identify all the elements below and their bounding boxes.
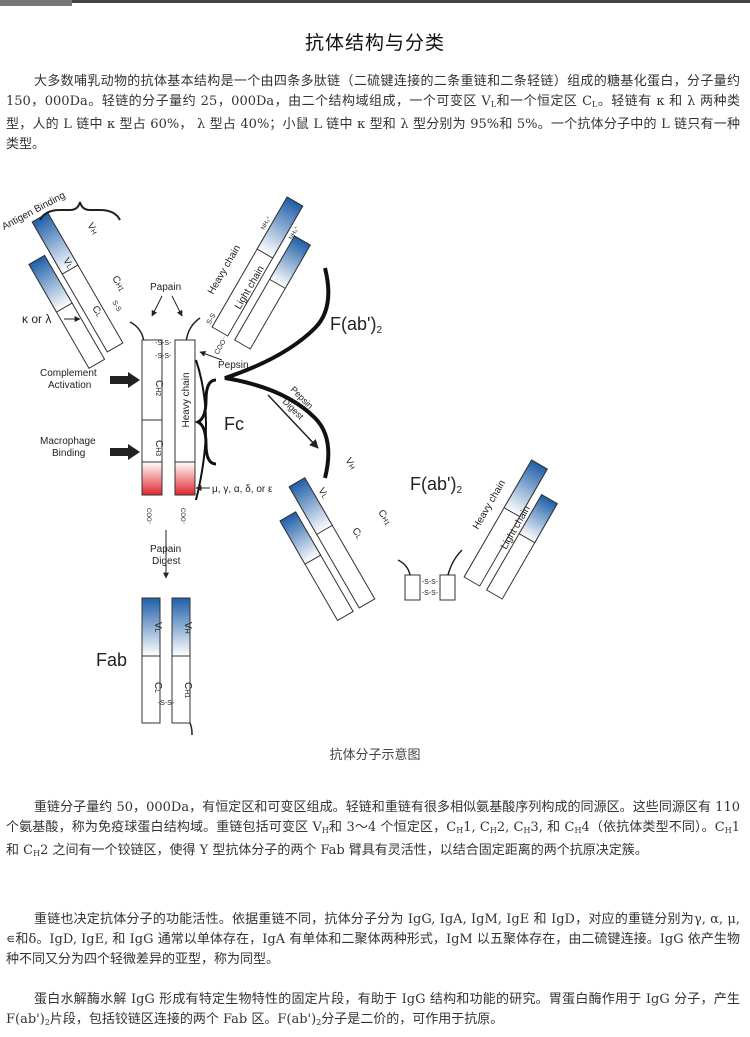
- fab2-fragment-right-arm: [463, 459, 558, 600]
- ss-bond-1: -S-S-: [155, 340, 172, 347]
- label-activation: Activation: [48, 380, 91, 391]
- label-papain-digest-2: Digest: [152, 556, 181, 567]
- label-fab2-cl: CL: [349, 526, 364, 541]
- label-fab: Fab: [96, 650, 127, 670]
- fab2-hinge-left: [404, 574, 421, 601]
- label-cl: CL: [89, 304, 104, 319]
- label-ch1: CH1: [109, 274, 127, 294]
- label-vl: VL: [60, 256, 75, 271]
- coo-fc-right: COO⁻: [179, 508, 185, 525]
- label-fab2-ch1: CH1: [375, 508, 393, 528]
- fc-curve: [195, 359, 207, 501]
- fab2-right-vh: [503, 459, 548, 518]
- left-vl-domain: [28, 254, 73, 313]
- label-fab-ch1: CH1: [182, 682, 193, 698]
- label-fab2-fragment: F(ab')2: [410, 474, 462, 496]
- right-fab-arm: [211, 196, 311, 350]
- label-heavy-chain-classes: μ, γ, α, δ, or ε: [212, 484, 273, 495]
- left-fab-arm: [28, 212, 124, 370]
- fab2-ss-2: -S-S-: [422, 590, 439, 597]
- label-papain: Papain: [150, 282, 181, 293]
- label-pepsin: Pepsin: [218, 360, 249, 371]
- fab2-left-vl: [279, 511, 322, 565]
- fab2-hinge-curve-left: [397, 559, 411, 576]
- fab-vh: [171, 597, 191, 657]
- fc-brace: [194, 378, 217, 466]
- label-fab-vh: VH: [182, 622, 193, 634]
- label-fab2-top: F(ab')2: [330, 314, 382, 336]
- pepsin-digest-arrow: [267, 394, 319, 449]
- label-fab-vl: VL: [152, 622, 163, 633]
- label-heavy-chain-fc: Heavy chain: [181, 372, 192, 427]
- label-vh: VH: [84, 221, 99, 237]
- label-ch3: CH3: [153, 440, 164, 456]
- paragraph-proteolysis: 蛋白水解酶水解 IgG 形成有特定生物特性的固定片段，有助于 IgG 结构和功能…: [6, 992, 740, 1027]
- fab-vl: [141, 597, 161, 657]
- antigen-binding-brace: [39, 201, 121, 221]
- paragraph-light-chain: 大多数哺乳动物的抗体基本结构是一个由四条多肽链（二硫键连接的二条重链和二条轻链）…: [6, 74, 740, 152]
- papain-arrow-left: [151, 295, 163, 317]
- macrophage-arrow: [110, 444, 140, 460]
- coo-right-arm: COO⁻: [214, 335, 230, 356]
- coo-fc-left: COO⁻: [145, 508, 151, 525]
- ss-bond-left-arm: S-S: [110, 300, 122, 314]
- fc-right-c-terminal: [174, 461, 196, 496]
- label-complement: Complement: [40, 368, 97, 379]
- label-antigen-binding: Antigen Binding: [0, 190, 67, 233]
- page-title: 抗体结构与分类: [304, 32, 445, 54]
- label-fab2-vh: VH: [342, 456, 357, 472]
- figure-caption: 抗体分子示意图: [329, 748, 421, 763]
- paragraph-heavy-chain: 重链分子量约 50，000Da，有恒定区和可变区组成。轻链和重链有很多相似氨基酸…: [6, 800, 740, 858]
- label-binding: Binding: [52, 448, 85, 459]
- fab-ss-bond: -S-S-: [158, 700, 175, 707]
- left-vh-domain: [31, 212, 79, 275]
- label-fab-cl: CL: [152, 682, 163, 693]
- right-vh-domain: [256, 196, 304, 259]
- fab2-hinge-right: [439, 574, 456, 601]
- fab2-left-vh: [288, 477, 333, 536]
- antibody-diagram: VL VH CH1 CL S-S Antigen Binding κ or λ …: [0, 190, 558, 735]
- top-rule: [0, 0, 750, 3]
- label-papain-digest-1: Papain: [150, 544, 181, 555]
- fab2-hinge-curve-right: [447, 549, 463, 576]
- papain-arrow-right: [171, 295, 183, 317]
- header-mark: [0, 0, 72, 6]
- fab2-ss-1: -S-S-: [422, 579, 439, 586]
- label-ch2: CH2: [153, 380, 164, 396]
- right-vl-domain: [268, 235, 311, 290]
- hinge-right: [185, 317, 201, 343]
- label-fc: Fc: [224, 414, 244, 434]
- fab2-right-vl: [518, 494, 558, 544]
- label-macrophage: Macrophage: [40, 436, 96, 447]
- label-fab2-vl: VL: [315, 486, 330, 501]
- fab2-fragment-left-arm: [279, 477, 376, 622]
- fab-tail: [189, 722, 193, 735]
- fab2-brace: [224, 267, 331, 479]
- complement-arrow: [110, 372, 140, 388]
- ss-bond-2: -S-S-: [155, 353, 172, 360]
- fc-left-c-terminal: [141, 461, 163, 496]
- hinge-left: [129, 321, 145, 343]
- label-kappa-lambda: κ or λ: [22, 312, 51, 326]
- pepsin-arrow: [199, 351, 223, 361]
- paragraph-antibody-classes: 重链也决定抗体分子的功能活性。依据重链不同，抗体分子分为 IgG, IgA, I…: [6, 912, 740, 967]
